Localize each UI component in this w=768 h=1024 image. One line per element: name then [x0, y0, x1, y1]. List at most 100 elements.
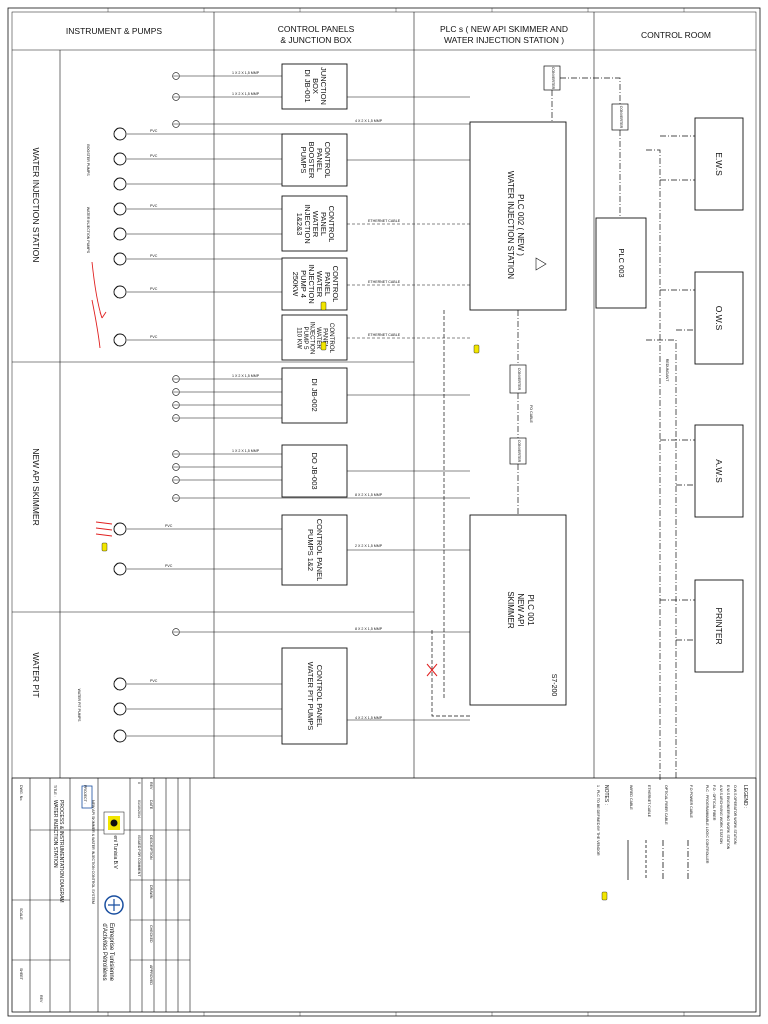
legend-title: LEGEND : — [742, 785, 748, 808]
ows-label: O.W.S — [714, 306, 724, 331]
svg-text:1 X 2 X 1,5 MMP: 1 X 2 X 1,5 MMP — [232, 71, 260, 75]
svg-text:0: 0 — [137, 782, 141, 784]
svg-text:JUNCTIONBOXDI JB-001: JUNCTIONBOXDI JB-001 — [303, 67, 328, 105]
panel-skimmer-pumps: CONTROL PANELPUMPS 1&2 — [306, 519, 324, 582]
svg-text:CONTROLPANELWATERINJECTION1&2&: CONTROLPANELWATERINJECTION1&2&3 — [295, 204, 336, 244]
svg-text:1 X 2 X 1,5 MMP: 1 X 2 X 1,5 MMP — [232, 374, 260, 378]
svg-text:Entreprise Tunisienned'Activit: Entreprise Tunisienned'Activités Pétroli… — [101, 923, 114, 982]
header-control-panels-1: CONTROL PANELS — [278, 24, 355, 34]
plc001-box — [469, 514, 567, 706]
svg-text:ISSUED FOR COMMENT: ISSUED FOR COMMENT — [137, 835, 141, 877]
plc002-text: PLC 002 ( NEW )WATER INJECTION STATION — [506, 171, 525, 279]
svg-text:DESCRIPTION: DESCRIPTION — [149, 835, 153, 860]
svg-text:1 X 2 X 1,5 MMP: 1 X 2 X 1,5 MMP — [232, 92, 260, 96]
svg-text:CONTROLPANELBOOSTERPUMPS: CONTROLPANELBOOSTERPUMPS — [299, 142, 332, 179]
panel-wi-250: CONTROLPANELWATERINJECTIONPUMP 4250KW — [291, 264, 340, 304]
svg-text:CONTROL PANELWATER PIT PUMPS: CONTROL PANELWATER PIT PUMPS — [306, 662, 324, 731]
svg-text:PVC: PVC — [165, 564, 173, 568]
client-logo — [81, 785, 93, 809]
converter-label-2: CONVERTER — [619, 106, 623, 129]
panel-jb002: DI JB-002 — [310, 378, 319, 411]
redundant-label: REDUNDANT — [665, 359, 669, 382]
etap-name: Entreprise Tunisienned'Activités Pétroli… — [101, 923, 114, 982]
svg-text:A.W.S ARCHIVING WORK STATION: A.W.S ARCHIVING WORK STATION — [719, 785, 723, 844]
svg-text:PVC: PVC — [165, 524, 173, 528]
svg-text:4 X 2 X 1,5 MMP: 4 X 2 X 1,5 MMP — [355, 716, 383, 720]
svg-text:PVC: PVC — [150, 204, 158, 208]
panel-plc-lines — [347, 96, 470, 721]
aws-label: A.W.S — [714, 459, 724, 483]
project-label: PROJECT : — [83, 785, 87, 804]
header-control-room: CONTROL ROOM — [641, 30, 711, 40]
company-name: eni Tunisia B.V — [112, 835, 118, 869]
panel-wi-pumps: CONTROLPANELWATERINJECTION1&2&3 — [295, 204, 336, 244]
wi-pumps-label: WATER INJECTION PUMPS — [86, 207, 90, 254]
svg-text:PVC: PVC — [150, 154, 158, 158]
revision-header: REV DATE DESCRIPTION DRAWN CHECKED APPRO… — [149, 782, 153, 985]
svg-text:PVC: PVC — [150, 679, 158, 683]
svg-text:REV: REV — [149, 782, 153, 790]
ethernet-label-1: ETHERNET CABLE — [368, 219, 401, 223]
instrument-tags — [172, 72, 180, 636]
section-dividers — [12, 50, 414, 778]
svg-text:8 X 2 X 1,5 MMP: 8 X 2 X 1,5 MMP — [355, 627, 383, 631]
section-water-injection: WATER INJECTION STATION — [31, 148, 41, 263]
svg-text:CHECKED: CHECKED — [149, 925, 153, 943]
svg-text:F.O : OPTICAL FIBER: F.O : OPTICAL FIBER — [712, 785, 716, 821]
warning-triangle — [535, 257, 547, 271]
svg-text:8 X 2 X 1,5 MMP: 8 X 2 X 1,5 MMP — [355, 493, 383, 497]
revision-row: 0 01/10/2014 ISSUED FOR COMMENT — [137, 782, 141, 877]
ethernet-lines — [347, 223, 470, 339]
pumps — [113, 127, 127, 743]
header-instruments: INSTRUMENT & PUMPS — [66, 26, 163, 36]
notes-title: NOTES : — [603, 785, 609, 805]
svg-text:O.W.S OPERATOR WORK STATION: O.W.S OPERATOR WORK STATION — [733, 785, 737, 845]
header-plcs-2: WATER INJECTION STATION ) — [444, 35, 564, 45]
booster-pumps-label: BOOSTER PUMPS — [86, 144, 90, 176]
plc003-text: PLC 003 — [617, 248, 626, 277]
section-water-pit: WATER PIT — [31, 652, 41, 697]
project-text: NEW API SKIMMER & WATER INJECTION CONTRO… — [91, 800, 95, 904]
svg-text:E.W.S ENGINEERING WORK STATION: E.W.S ENGINEERING WORK STATION — [726, 785, 730, 850]
svg-text:PVC: PVC — [150, 335, 158, 339]
svg-text:PVC: PVC — [150, 254, 158, 258]
workstation-boxes — [694, 117, 744, 673]
network-links — [517, 77, 695, 780]
ethernet-label-2: ETHERNET CABLE — [368, 280, 401, 284]
title-text: PROCESS & INSTRUMENTATION DIAGRAMWATER I… — [52, 800, 64, 903]
converter-label-3: CONVERTER — [517, 368, 521, 391]
svg-text:PLC 001NEW APISKIMMER: PLC 001NEW APISKIMMER — [506, 591, 535, 629]
converter-label-1: CONVERTER — [551, 67, 555, 90]
svg-text:01/10/2014: 01/10/2014 — [137, 800, 141, 818]
svg-text:ETHERNET CABLE: ETHERNET CABLE — [647, 785, 651, 818]
svg-text:APPROVED: APPROVED — [149, 965, 153, 985]
section-api-skimmer: NEW API SKIMMER — [31, 448, 41, 525]
etap-logo — [104, 895, 124, 915]
pump-signal-lines — [127, 75, 470, 737]
plc001-model: S7-200 — [550, 674, 557, 697]
plc002-box — [469, 121, 567, 311]
red-markups — [91, 261, 113, 537]
printer-label: PRINTER — [714, 607, 724, 644]
pit-pumps-label: WATER PIT PUMPS — [77, 689, 81, 722]
svg-text:OPTICAL FIBER CABLE: OPTICAL FIBER CABLE — [664, 785, 668, 825]
header-control-panels-2: & JUNCTION BOX — [280, 35, 352, 45]
svg-text:PVC: PVC — [150, 129, 158, 133]
ews-label: E.W.S — [714, 152, 724, 176]
fo-cable-label: FO CABLE — [529, 405, 533, 423]
dwg-no-label: DWG. No. — [19, 785, 23, 801]
markup-cross — [426, 663, 438, 677]
panel-pit-pumps: CONTROL PANELWATER PIT PUMPS — [306, 662, 324, 731]
rev-label: REV — [39, 995, 43, 1003]
svg-text:PVC: PVC — [150, 287, 158, 291]
svg-text:CONTROLPANELWATERINJECTIONPUMP: CONTROLPANELWATERINJECTIONPUMP 5110 KW — [296, 322, 336, 355]
svg-text:F.O POWER CABLE: F.O POWER CABLE — [689, 785, 693, 819]
panel-booster: CONTROLPANELBOOSTERPUMPS — [299, 142, 332, 179]
legend-line-samples — [627, 840, 689, 880]
plc003-box — [595, 217, 647, 309]
svg-text:PROCESS & INSTRUMENTATION DIAG: PROCESS & INSTRUMENTATION DIAGRAMWATER I… — [52, 800, 64, 903]
plc001-text: PLC 001NEW APISKIMMER — [506, 591, 535, 629]
converters — [509, 65, 629, 465]
panel-jb001: JUNCTIONBOXDI JB-001 — [303, 67, 328, 105]
